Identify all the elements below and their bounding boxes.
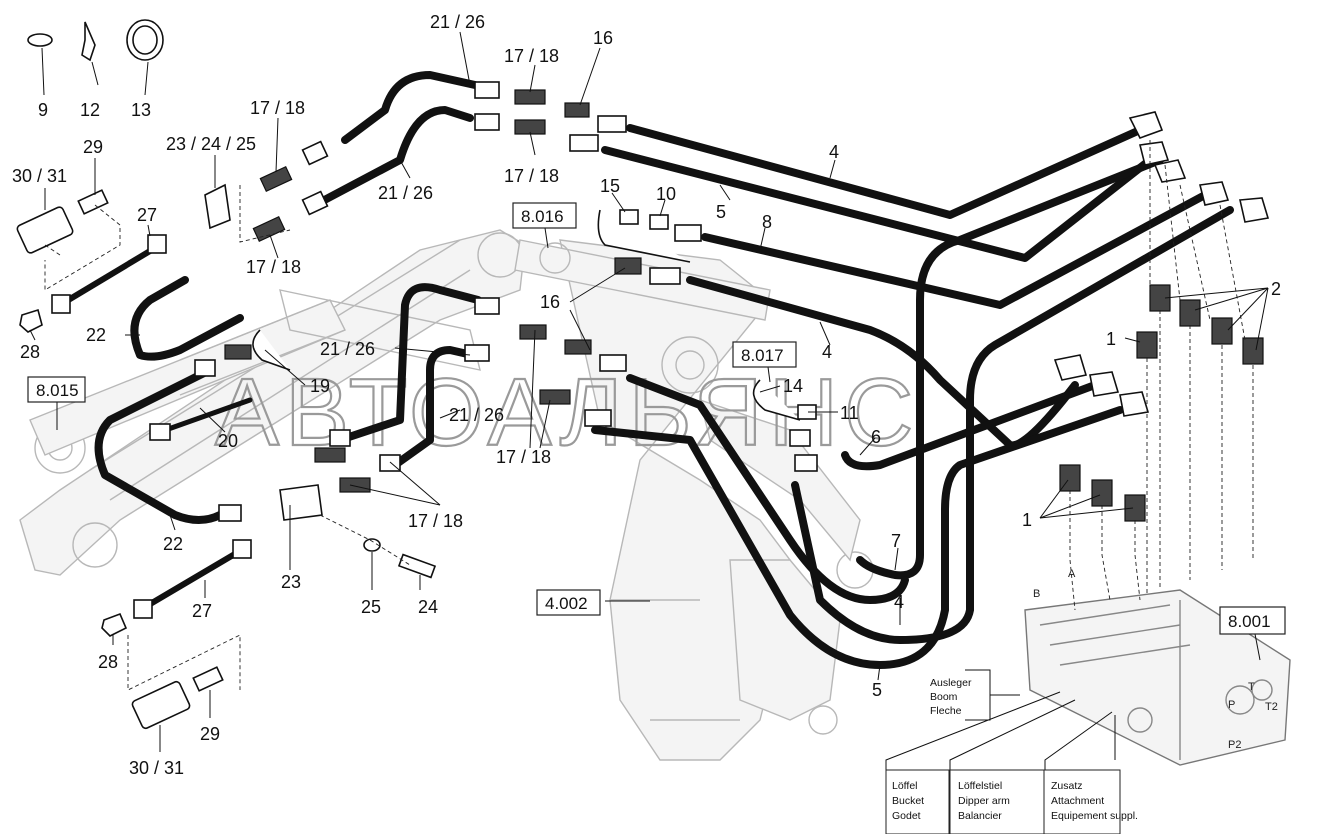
- callout-23-24-25[interactable]: 23 / 24 / 25: [166, 134, 256, 154]
- callout-27-lower[interactable]: 27: [192, 601, 212, 621]
- bucket-label-fr: Godet: [892, 810, 921, 822]
- callout-1-upper[interactable]: 1: [1106, 329, 1116, 349]
- callout-19[interactable]: 19: [310, 376, 330, 396]
- callout-29-upper[interactable]: 29: [83, 137, 103, 157]
- callout-17-18-c[interactable]: 17 / 18: [504, 46, 559, 66]
- callout-15[interactable]: 15: [600, 176, 620, 196]
- callout-6[interactable]: 6: [871, 427, 881, 447]
- svg-text:B: B: [1033, 588, 1040, 600]
- callout-21-26-c[interactable]: 21 / 26: [320, 339, 375, 359]
- boom-label-de: Ausleger: [930, 677, 972, 689]
- bucket-label-de: Löffel: [892, 780, 918, 792]
- callout-16-lower[interactable]: 16: [540, 292, 560, 312]
- attachment-label-en: Attachment: [1051, 795, 1104, 807]
- ref-box-8017: [732, 341, 797, 368]
- callout-17-18-b[interactable]: 17 / 18: [246, 257, 301, 277]
- callout-20[interactable]: 20: [218, 431, 238, 451]
- ref-8015[interactable]: 8.015: [36, 381, 79, 400]
- svg-text:A: A: [1068, 568, 1076, 580]
- callout-27-upper[interactable]: 27: [137, 205, 157, 225]
- ref-box-8016: [512, 202, 577, 229]
- function-labels: Ausleger Boom Fleche Löffel Bucket Godet…: [885, 670, 1138, 834]
- callout-11[interactable]: 11: [840, 403, 859, 423]
- callout-5-lower[interactable]: 5: [872, 680, 882, 700]
- attachment-label-de: Zusatz: [1051, 780, 1083, 792]
- ref-box-8015: [27, 376, 86, 403]
- callout-21-26-b[interactable]: 21 / 26: [378, 183, 433, 203]
- callout-12[interactable]: 12: [80, 100, 100, 120]
- ref-8017[interactable]: 8.017: [741, 346, 784, 365]
- control-valve-block: A B P T T2 P2: [1024, 568, 1291, 766]
- callout-2[interactable]: 2: [1271, 279, 1281, 299]
- callout-28-upper[interactable]: 28: [20, 342, 40, 362]
- callout-28-lower[interactable]: 28: [98, 652, 118, 672]
- assembly-lines: [44, 140, 1254, 691]
- ref-box-8001: [1219, 606, 1286, 635]
- callout-16-upper[interactable]: 16: [593, 28, 613, 48]
- part-callouts: 9 12 13 29 30 / 31 27 28 23 / 24 / 25 17…: [12, 12, 1281, 778]
- svg-text:T2: T2: [1265, 701, 1278, 713]
- callout-17-18-a[interactable]: 17 / 18: [250, 98, 305, 118]
- ref-4002[interactable]: 4.002: [545, 594, 588, 613]
- callout-14[interactable]: 14: [783, 376, 803, 396]
- callout-25[interactable]: 25: [361, 597, 381, 617]
- attachment-label-fr: Equipement suppl.: [1051, 810, 1138, 822]
- callout-30-31-upper[interactable]: 30 / 31: [12, 166, 67, 186]
- bucket-label-en: Bucket: [892, 795, 924, 807]
- fittings: [16, 19, 1270, 730]
- callout-1-lower[interactable]: 1: [1022, 510, 1032, 530]
- callout-10[interactable]: 10: [656, 184, 676, 204]
- callout-29-lower[interactable]: 29: [200, 724, 220, 744]
- svg-text:P2: P2: [1228, 739, 1241, 751]
- callout-17-18-e[interactable]: 17 / 18: [496, 447, 551, 467]
- leader-lines: [29, 31, 1269, 770]
- callout-4-lower[interactable]: 4: [894, 592, 904, 612]
- callout-24[interactable]: 24: [418, 597, 438, 617]
- boom-label-en: Boom: [930, 691, 958, 703]
- callout-23[interactable]: 23: [281, 572, 301, 592]
- dipper-label-de: Löffelstiel: [958, 780, 1002, 792]
- ref-8016[interactable]: 8.016: [521, 207, 564, 226]
- callout-21-26-d[interactable]: 21 / 26: [449, 405, 504, 425]
- callout-13[interactable]: 13: [131, 100, 151, 120]
- callout-17-18-d[interactable]: 17 / 18: [504, 166, 559, 186]
- hoses: [94, 71, 1234, 669]
- callout-21-26-a[interactable]: 21 / 26: [430, 12, 485, 32]
- callout-8[interactable]: 8: [762, 212, 772, 232]
- callout-9[interactable]: 9: [38, 100, 48, 120]
- svg-text:P: P: [1228, 699, 1235, 711]
- boom-label-fr: Fleche: [930, 705, 962, 717]
- callout-7[interactable]: 7: [891, 531, 901, 551]
- ref-box-4002: [536, 589, 601, 616]
- callout-30-31-lower[interactable]: 30 / 31: [129, 758, 184, 778]
- callout-4-middle[interactable]: 4: [822, 342, 832, 362]
- dipper-label-en: Dipper arm: [958, 795, 1010, 807]
- reference-boxes: 8.015 8.016 8.017 4.002 8.001: [27, 202, 1286, 635]
- callout-22-upper[interactable]: 22: [86, 325, 106, 345]
- dipper-label-fr: Balancier: [958, 810, 1002, 822]
- callout-5-upper[interactable]: 5: [716, 202, 726, 222]
- callout-17-18-f[interactable]: 17 / 18: [408, 511, 463, 531]
- svg-text:T: T: [1248, 681, 1255, 693]
- callout-4-upper[interactable]: 4: [829, 142, 839, 162]
- callout-22-lower[interactable]: 22: [163, 534, 183, 554]
- ref-8001[interactable]: 8.001: [1228, 612, 1271, 631]
